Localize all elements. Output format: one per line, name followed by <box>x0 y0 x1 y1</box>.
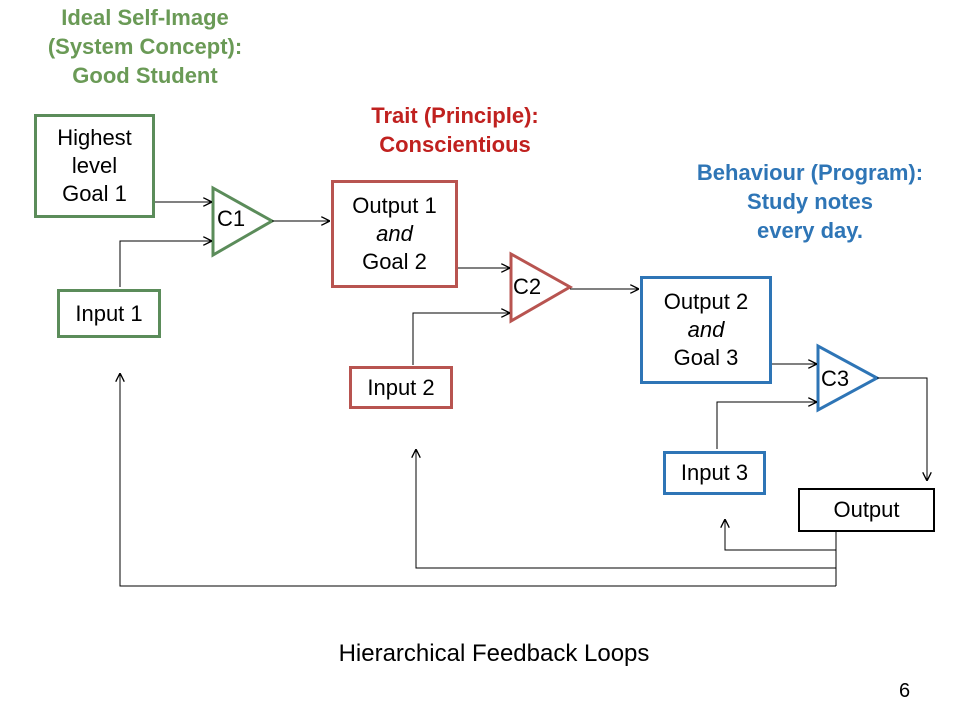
comparator-c1-triangle <box>211 185 276 258</box>
comparator-c3-label: C3 <box>821 366 850 391</box>
feedback-to-input3-arrow <box>725 520 836 551</box>
goal3-label: Goal 3 <box>673 345 739 370</box>
trait-heading: Trait (Principle): Conscientious <box>330 101 580 159</box>
behaviour-heading: Behaviour (Program): Study notes every d… <box>660 158 960 245</box>
comparator-c2-label: C2 <box>513 274 542 299</box>
goal1-label-line: Goal 1 <box>62 181 127 206</box>
output-label: Output <box>833 497 900 522</box>
input3-to-c3-arrow <box>716 402 816 449</box>
page-number: 6 <box>899 680 911 702</box>
output1-and-label: and <box>376 221 413 246</box>
goal1-label-line: Highest <box>57 125 132 150</box>
trait-heading-line: Conscientious <box>379 132 531 157</box>
goal1-box: Highest level Goal 1 <box>34 114 155 218</box>
output1-goal2-box: Output 1 and Goal 2 <box>331 180 458 288</box>
behaviour-heading-line: Study notes <box>747 189 873 214</box>
output2-label: Output 2 <box>663 289 749 314</box>
diagram-caption: Hierarchical Feedback Loops <box>338 640 650 667</box>
goal1-label-line: level <box>71 153 118 178</box>
output2-and-label: and <box>687 317 725 342</box>
output2-goal3-box: Output 2 and Goal 3 <box>640 276 772 384</box>
output-box: Output <box>798 488 935 532</box>
comparator-c2-triangle <box>509 251 574 324</box>
goal2-label: Goal 2 <box>362 249 427 274</box>
trait-heading-line: Trait (Principle): <box>371 103 539 128</box>
input3-label: Input 3 <box>680 460 749 485</box>
feedback-to-input1-arrow <box>120 374 836 587</box>
system-concept-heading-line: Ideal Self-Image <box>61 5 229 30</box>
behaviour-heading-line: Behaviour (Program): <box>696 160 924 185</box>
feedback-to-input2-arrow <box>416 450 836 569</box>
c3-to-output-arrow <box>877 377 927 480</box>
input2-to-c2-arrow <box>412 313 509 365</box>
comparator-c3-triangle <box>816 343 881 413</box>
behaviour-heading-line: every day. <box>756 218 863 243</box>
system-concept-heading: Ideal Self-Image (System Concept): Good … <box>0 3 290 90</box>
comparator-c1-label: C1 <box>217 206 246 231</box>
system-concept-heading-line: (System Concept): <box>47 34 243 59</box>
input2-label: Input 2 <box>367 374 435 400</box>
input2-box: Input 2 <box>349 366 453 409</box>
system-concept-heading-line: Good Student <box>72 63 218 88</box>
input3-box: Input 3 <box>663 451 766 495</box>
input1-box: Input 1 <box>57 289 161 338</box>
input1-label: Input 1 <box>75 300 143 326</box>
input1-to-c1-arrow <box>119 241 211 287</box>
output1-label: Output 1 <box>352 193 437 218</box>
